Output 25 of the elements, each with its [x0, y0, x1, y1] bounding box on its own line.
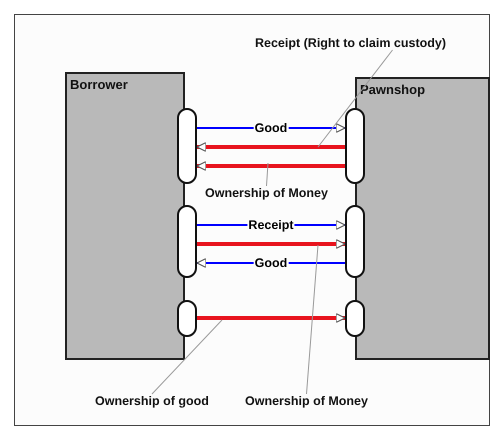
leader-line [152, 320, 222, 394]
actor-box [355, 77, 490, 360]
actor-box [65, 72, 185, 360]
leader-line [318, 50, 394, 148]
arrow [197, 312, 346, 324]
edge-label: Good [254, 121, 288, 135]
actor-name: Borrower [70, 77, 128, 92]
leader-line [306, 244, 318, 394]
port-capsule [177, 108, 197, 184]
port-capsule [177, 205, 197, 278]
edge-label: Good [254, 256, 288, 270]
port-capsule [345, 108, 365, 184]
actor-name: Pawnshop [360, 82, 426, 97]
edge-label: Receipt [247, 218, 295, 232]
port-capsule [345, 205, 365, 278]
port-capsule [345, 300, 365, 337]
arrow [196, 142, 345, 152]
callout-label: Ownership of Money [205, 186, 328, 200]
callout-label: Receipt (Right to claim custody) [255, 36, 446, 50]
leader-line [266, 162, 268, 186]
callout-label: Ownership of Money [245, 394, 368, 408]
arrow [197, 238, 346, 250]
port-capsule [177, 300, 197, 337]
callout-label: Ownership of good [95, 394, 209, 408]
arrow [196, 160, 345, 172]
